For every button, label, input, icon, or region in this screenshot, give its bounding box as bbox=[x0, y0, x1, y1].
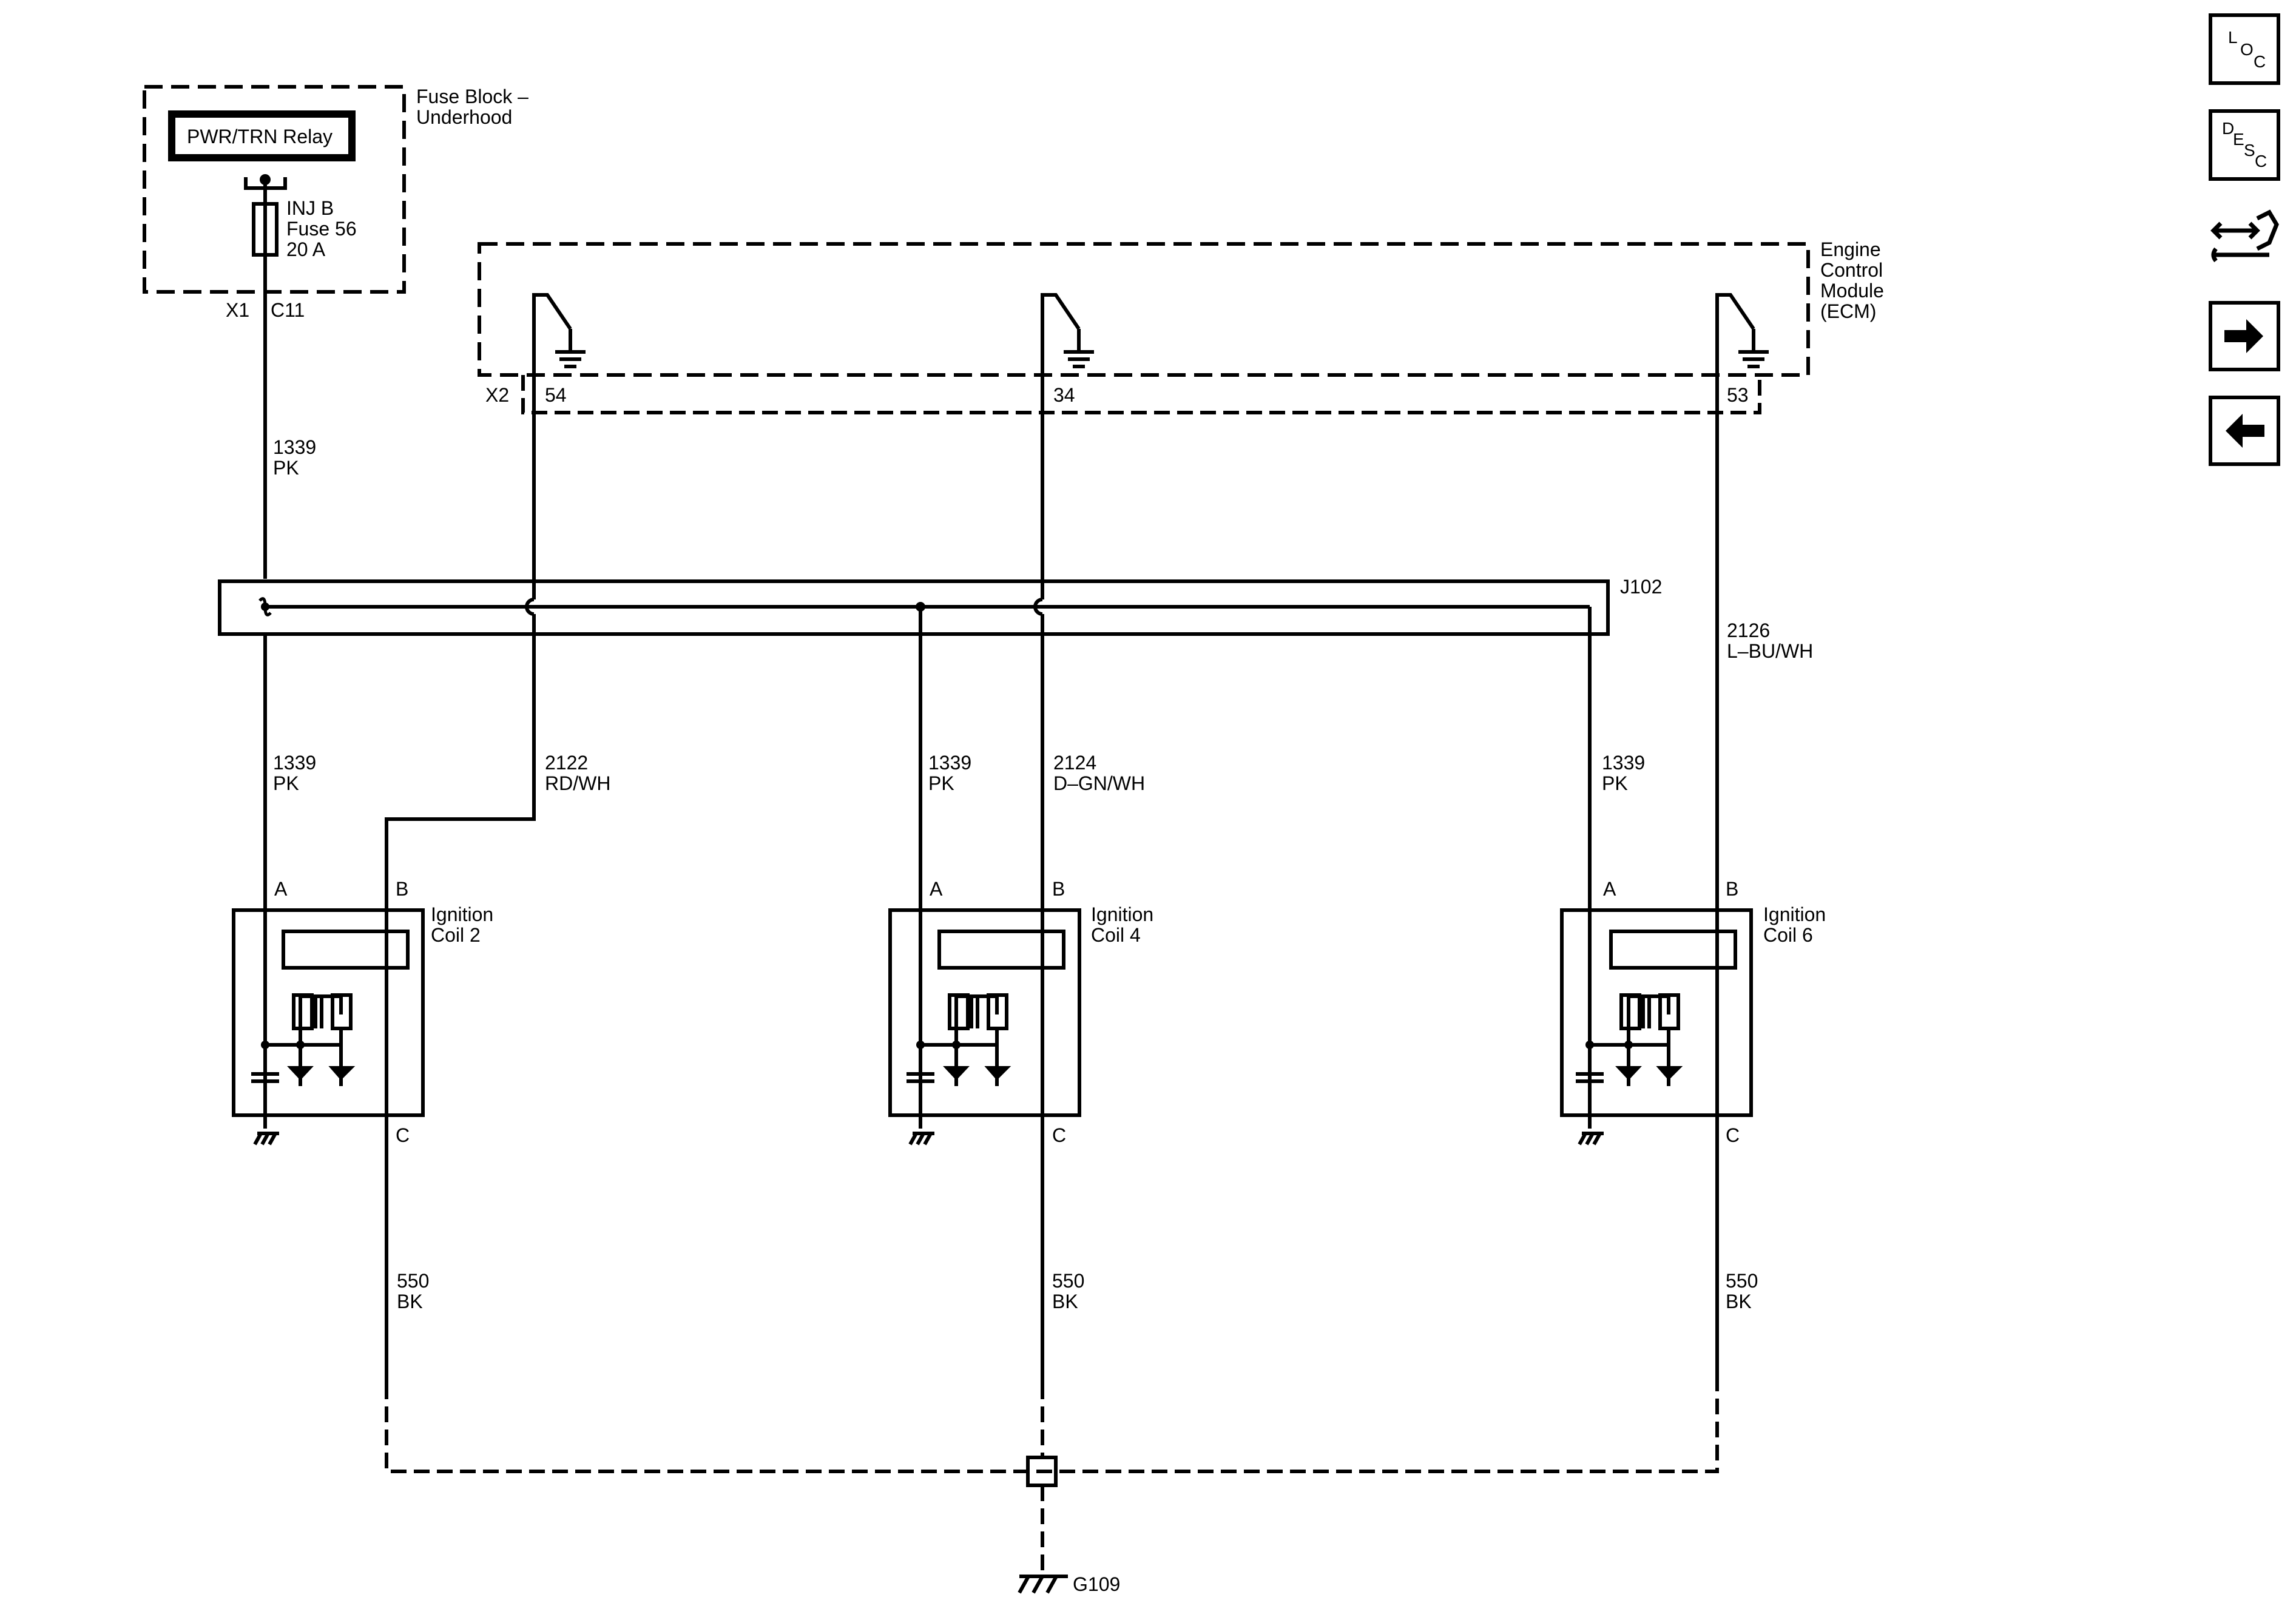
coil-pin: C bbox=[1052, 1124, 1066, 1146]
wire-color: D–GN/WH bbox=[1053, 772, 1145, 794]
fuse-number: Fuse 56 bbox=[286, 218, 357, 240]
coil-pin: A bbox=[930, 878, 943, 900]
ecm-title-4: (ECM) bbox=[1820, 300, 1876, 322]
wiring-diagram: Fuse Block – Underhood PWR/TRN Relay INJ… bbox=[143, 85, 1884, 1595]
coil-pin: B bbox=[1726, 878, 1738, 900]
coil-pin: C bbox=[1726, 1124, 1740, 1146]
desc-icon-letter: C bbox=[2255, 152, 2267, 170]
ignition-coil-2 bbox=[232, 908, 425, 1146]
wire-circuit: 2126 bbox=[1727, 619, 1770, 641]
ignition-coil-6 bbox=[1560, 908, 1753, 1146]
arrow-right-icon bbox=[2224, 319, 2263, 353]
ecm-connector: X2 bbox=[485, 384, 509, 406]
coil-label: Ignition bbox=[1763, 903, 1826, 925]
desc-button[interactable]: D E S C bbox=[2209, 109, 2280, 181]
ecm-pin-34: 34 bbox=[1053, 384, 1075, 406]
ecm-pin-54: 54 bbox=[545, 384, 567, 406]
desc-icon-letter: E bbox=[2233, 130, 2244, 149]
ecm-title-1: Engine bbox=[1820, 238, 1881, 260]
coil-pin: C bbox=[396, 1124, 410, 1146]
ecm-box bbox=[478, 242, 1810, 377]
coil-pin: B bbox=[396, 878, 408, 900]
fuse-block-box bbox=[143, 85, 406, 294]
arrow-left-icon bbox=[2226, 414, 2264, 448]
wire-color: PK bbox=[928, 772, 954, 794]
next-button[interactable] bbox=[2209, 301, 2280, 371]
wire-color: PK bbox=[273, 457, 299, 479]
wire-color: RD/WH bbox=[545, 772, 610, 794]
coil-pin: B bbox=[1052, 878, 1065, 900]
wire-circuit: 550 bbox=[1726, 1270, 1758, 1292]
wire-color: PK bbox=[273, 772, 299, 794]
connector-repair-icon bbox=[2210, 209, 2279, 263]
ignition-coil-4 bbox=[888, 908, 1081, 1146]
connector-repair-button[interactable] bbox=[2209, 200, 2280, 279]
ecm-pin-53: 53 bbox=[1727, 384, 1749, 406]
loc-icon-letter: C bbox=[2254, 52, 2266, 71]
wire-circuit: 1339 bbox=[273, 752, 316, 774]
coil-label: Coil 4 bbox=[1091, 924, 1141, 946]
coil-label: Ignition bbox=[1091, 903, 1153, 925]
wire-circuit: 550 bbox=[1052, 1270, 1084, 1292]
prev-button[interactable] bbox=[2209, 396, 2280, 466]
wire-circuit: 2122 bbox=[545, 752, 588, 774]
coil-pin: A bbox=[1603, 878, 1616, 900]
splice-label: J102 bbox=[1620, 576, 1662, 598]
splice-bar bbox=[218, 579, 1610, 636]
wire-color: PK bbox=[1602, 772, 1628, 794]
relay-label: PWR/TRN Relay bbox=[187, 126, 333, 147]
wire-color: L–BU/WH bbox=[1727, 640, 1813, 662]
desc-icon: D bbox=[2222, 119, 2235, 138]
ground-label: G109 bbox=[1073, 1573, 1120, 1595]
wire-color: BK bbox=[1052, 1291, 1078, 1312]
fuse-block-title-2: Underhood bbox=[416, 106, 512, 128]
ecm-title-2: Control bbox=[1820, 259, 1883, 281]
fuse-rating: 20 A bbox=[286, 238, 326, 260]
coil-label: Coil 6 bbox=[1763, 924, 1813, 946]
wire-circuit: 1339 bbox=[273, 436, 316, 458]
coil-label: Ignition bbox=[431, 903, 493, 925]
relay-box bbox=[168, 110, 356, 161]
desc-icon-letter: S bbox=[2244, 141, 2255, 160]
fuse-connector: X1 bbox=[226, 299, 249, 321]
wire-circuit: 1339 bbox=[928, 752, 971, 774]
coil-pin: A bbox=[274, 878, 288, 900]
coil-label: Coil 2 bbox=[431, 924, 481, 946]
fuse-name: INJ B bbox=[286, 197, 334, 219]
fuse-block-title: Fuse Block – bbox=[416, 86, 528, 107]
wire-color: BK bbox=[397, 1291, 423, 1312]
fuse-pin: C11 bbox=[271, 299, 305, 321]
wire-circuit: 1339 bbox=[1602, 752, 1645, 774]
loc-icon: L bbox=[2228, 28, 2238, 47]
wire-circuit: 550 bbox=[397, 1270, 429, 1292]
loc-icon-letter: O bbox=[2240, 40, 2254, 59]
wire-color: BK bbox=[1726, 1291, 1752, 1312]
ecm-title-3: Module bbox=[1820, 280, 1884, 302]
wire-circuit: 2124 bbox=[1053, 752, 1096, 774]
loc-button[interactable]: L O C bbox=[2209, 13, 2280, 85]
